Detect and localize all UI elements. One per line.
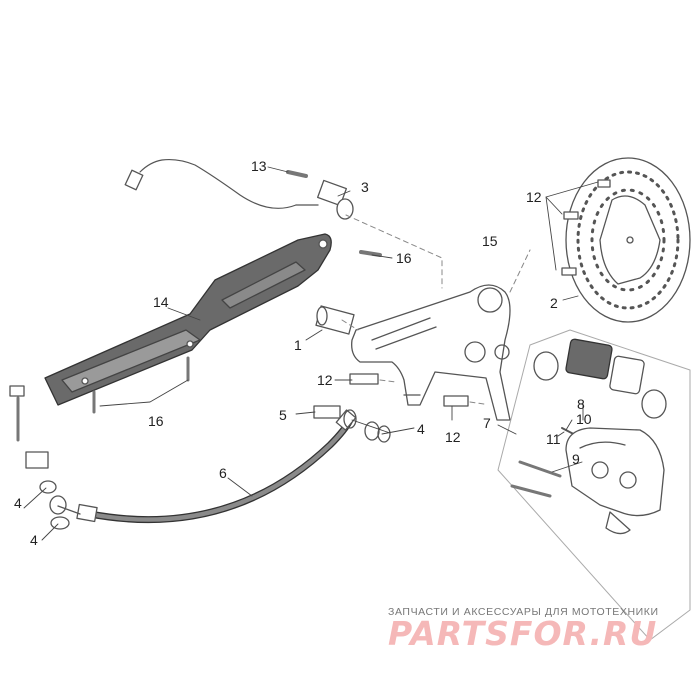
brake-disc	[565, 157, 691, 323]
callout-4-banjo: 4	[417, 421, 425, 437]
disc-bolts	[561, 179, 611, 276]
callout-8: 8	[577, 396, 585, 412]
leader-lines	[23, 166, 599, 541]
hose-fitting	[9, 385, 70, 530]
speed-sensor	[124, 158, 354, 220]
alignment-lines	[341, 214, 531, 405]
callout-16-top: 16	[396, 250, 412, 266]
callout-12-bracket-right: 12	[445, 429, 461, 445]
callout-14: 14	[153, 294, 169, 310]
callout-2: 2	[550, 295, 558, 311]
callout-12-bracket-left: 12	[317, 372, 333, 388]
watermark-tagline: ЗАПЧАСТИ И АКСЕССУАРЫ ДЛЯ МОТОТЕХНИКИ	[388, 606, 659, 618]
callout-6: 6	[219, 465, 227, 481]
bracket-bolts	[349, 373, 469, 407]
callout-15: 15	[482, 233, 498, 249]
torque-arm	[44, 233, 332, 406]
callout-12-disc: 12	[526, 189, 542, 205]
caliper-body	[565, 427, 665, 535]
callout-3: 3	[361, 179, 369, 195]
callout-numbers: 13 3 16 14 16 1 12 5 4 12 7 6 4 4 15 12 …	[14, 158, 592, 548]
callout-4-lower: 4	[30, 532, 38, 548]
callout-9: 9	[572, 451, 580, 467]
caliper-group-box	[497, 329, 691, 641]
callout-1: 1	[294, 337, 302, 353]
brake-pads	[533, 338, 667, 419]
caliper-bracket	[351, 284, 511, 421]
callout-16-bottom: 16	[148, 413, 164, 429]
watermark-logo: PARTSFOR.RU	[388, 614, 658, 653]
banjo-bolt	[313, 405, 391, 443]
small-screws	[92, 170, 382, 414]
brake-hose	[57, 409, 357, 524]
callout-13: 13	[251, 158, 267, 174]
callout-10: 10	[576, 411, 592, 427]
callout-7: 7	[483, 415, 491, 431]
spacer-bush	[315, 305, 355, 335]
callout-4-upper: 4	[14, 495, 22, 511]
callout-5: 5	[279, 407, 287, 423]
callout-11: 11	[546, 431, 561, 447]
